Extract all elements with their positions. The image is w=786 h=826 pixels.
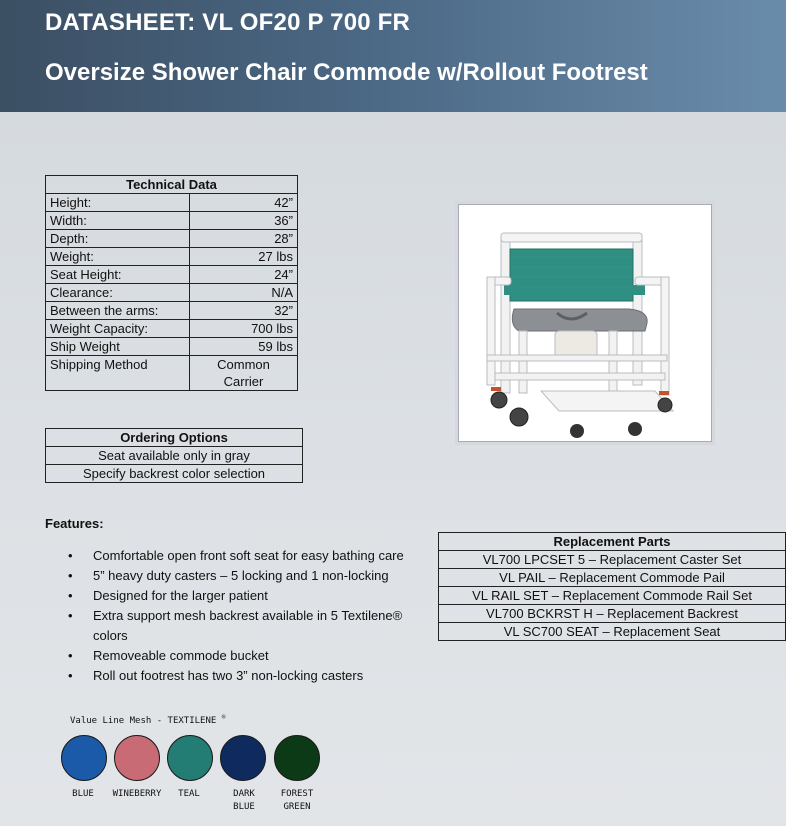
registered-mark: ® bbox=[221, 714, 226, 721]
table-row: Depth:28” bbox=[45, 229, 298, 248]
swatch-label: BLUE bbox=[72, 789, 94, 799]
table-row: VL SC700 SEAT – Replacement Seat bbox=[438, 622, 786, 641]
mesh-title: Value Line Mesh - TEXTILENE ® bbox=[70, 714, 225, 726]
table-row: Weight Capacity:700 lbs bbox=[45, 319, 298, 338]
list-item: • 5” heavy duty casters – 5 locking and 1… bbox=[68, 566, 428, 586]
replacement-parts-title: Replacement Parts bbox=[438, 532, 786, 551]
list-item: • Comfortable open front soft seat for ea… bbox=[68, 546, 428, 566]
feature-text: Comfortable open front soft seat for eas… bbox=[93, 548, 404, 563]
swatch-wineberry bbox=[114, 735, 160, 781]
spec-value: 59 lbs bbox=[189, 337, 298, 356]
technical-data-table: Technical Data Height:42” Width:36” Dept… bbox=[45, 175, 298, 391]
swatch-label: DARK BLUE bbox=[214, 788, 274, 814]
spec-label: Seat Height: bbox=[45, 265, 190, 284]
table-row: Seat Height:24” bbox=[45, 265, 298, 284]
table-row: Between the arms:32” bbox=[45, 301, 298, 320]
shower-chair-illustration bbox=[486, 232, 675, 438]
spec-value: Common Carrier bbox=[189, 355, 298, 391]
spec-label: Height: bbox=[45, 193, 190, 212]
feature-text: Roll out footrest has two 3” non-locking… bbox=[93, 668, 364, 683]
features-list: • Comfortable open front soft seat for ea… bbox=[68, 546, 428, 686]
swatch-label-text: TEAL bbox=[178, 789, 200, 799]
spec-value: 36” bbox=[189, 211, 298, 230]
table-row: VL PAIL – Replacement Commode Pail bbox=[438, 568, 786, 587]
list-item: • Extra support mesh backrest available i… bbox=[68, 606, 428, 645]
spec-label: Between the arms: bbox=[45, 301, 190, 320]
bullet-icon: • bbox=[68, 568, 73, 583]
replacement-part: VL RAIL SET – Replacement Commode Rail S… bbox=[438, 586, 786, 605]
feature-text: Extra support mesh backrest available in… bbox=[93, 608, 403, 643]
replacement-part: VL700 BCKRST H – Replacement Backrest bbox=[438, 604, 786, 623]
ordering-options-table: Ordering Options Seat available only in … bbox=[45, 428, 303, 483]
header-banner: DATASHEET: VL OF20 P 700 FR Oversize Sho… bbox=[0, 0, 786, 112]
replacement-part: VL SC700 SEAT – Replacement Seat bbox=[438, 622, 786, 641]
spec-value: 42” bbox=[189, 193, 298, 212]
ordering-options-title: Ordering Options bbox=[45, 428, 303, 447]
product-image bbox=[458, 204, 712, 442]
table-row: VL700 LPCSET 5 – Replacement Caster Set bbox=[438, 550, 786, 569]
feature-text: Designed for the larger patient bbox=[93, 588, 268, 603]
swatch-teal bbox=[167, 735, 213, 781]
spec-value: N/A bbox=[189, 283, 298, 302]
spec-label: Weight: bbox=[45, 247, 190, 266]
replacement-parts-table: Replacement Parts VL700 LPCSET 5 – Repla… bbox=[438, 532, 786, 641]
feature-text: Removeable commode bucket bbox=[93, 648, 269, 663]
features-title: Features: bbox=[45, 516, 104, 531]
mesh-title-text: Value Line Mesh - TEXTILENE bbox=[70, 716, 217, 726]
spec-value: 27 lbs bbox=[189, 247, 298, 266]
list-item: • Designed for the larger patient bbox=[68, 586, 428, 606]
spec-value: 32” bbox=[189, 301, 298, 320]
swatch-label-text: FOREST GREEN bbox=[280, 789, 314, 812]
swatch-label: TEAL bbox=[159, 788, 219, 801]
swatch-forest-green bbox=[274, 735, 320, 781]
table-row: VL700 BCKRST H – Replacement Backrest bbox=[438, 604, 786, 623]
replacement-part: VL PAIL – Replacement Commode Pail bbox=[438, 568, 786, 587]
spec-label: Depth: bbox=[45, 229, 190, 248]
list-item: • Removeable commode bucket bbox=[68, 646, 428, 666]
table-row: Weight:27 lbs bbox=[45, 247, 298, 266]
swatch-label: WINEBERRY bbox=[112, 789, 162, 799]
swatch-label: FOREST GREEN bbox=[267, 788, 327, 814]
spec-value: 28” bbox=[189, 229, 298, 248]
spec-value: 700 lbs bbox=[189, 319, 298, 338]
technical-data-title: Technical Data bbox=[45, 175, 298, 194]
table-row: Seat available only in gray bbox=[45, 446, 303, 465]
table-row: Clearance:N/A bbox=[45, 283, 298, 302]
ordering-option: Seat available only in gray bbox=[45, 446, 303, 465]
table-row: Width:36” bbox=[45, 211, 298, 230]
bullet-icon: • bbox=[68, 648, 73, 663]
list-item: • Roll out footrest has two 3” non-lockin… bbox=[68, 666, 428, 686]
table-row: Specify backrest color selection bbox=[45, 464, 303, 483]
spec-value: 24” bbox=[189, 265, 298, 284]
bullet-icon: • bbox=[68, 588, 73, 603]
table-row: Height:42” bbox=[45, 193, 298, 212]
bullet-icon: • bbox=[68, 608, 73, 623]
ordering-option: Specify backrest color selection bbox=[45, 464, 303, 483]
spec-label: Clearance: bbox=[45, 283, 190, 302]
swatch-dark-blue bbox=[220, 735, 266, 781]
bullet-icon: • bbox=[68, 548, 73, 563]
bullet-icon: • bbox=[68, 668, 73, 683]
replacement-part: VL700 LPCSET 5 – Replacement Caster Set bbox=[438, 550, 786, 569]
table-row: VL RAIL SET – Replacement Commode Rail S… bbox=[438, 586, 786, 605]
spec-label: Shipping Method bbox=[45, 355, 190, 391]
feature-text: 5” heavy duty casters – 5 locking and 1 … bbox=[93, 568, 389, 583]
spec-label: Ship Weight bbox=[45, 337, 190, 356]
page-subtitle: Oversize Shower Chair Commode w/Rollout … bbox=[45, 59, 648, 86]
spec-label: Weight Capacity: bbox=[45, 319, 190, 338]
page-title: DATASHEET: VL OF20 P 700 FR bbox=[45, 9, 411, 36]
swatch-blue bbox=[61, 735, 107, 781]
swatch-label-text: DARK BLUE bbox=[233, 789, 255, 812]
spec-label: Width: bbox=[45, 211, 190, 230]
